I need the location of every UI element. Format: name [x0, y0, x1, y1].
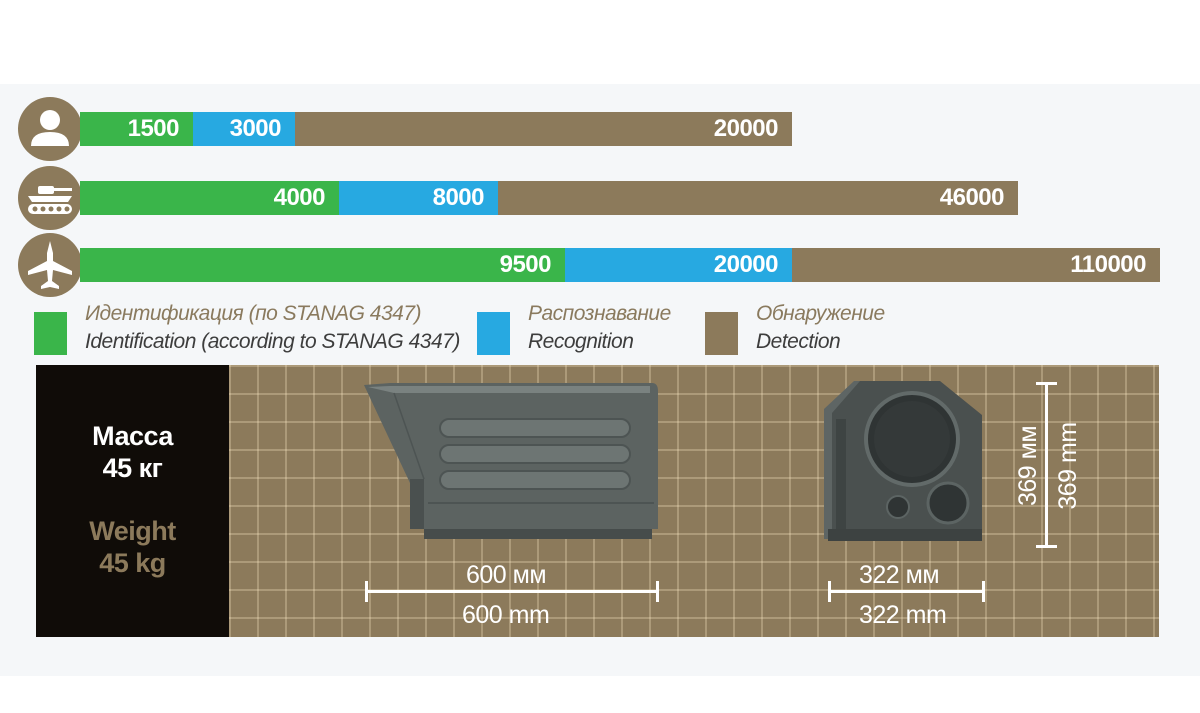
legend-label-ru: Идентификация (по STANAG 4347) [85, 302, 422, 325]
weight-block: Масса 45 кг Weight 45 kg [36, 365, 229, 637]
tank-icon [18, 166, 82, 230]
length-tick-right [656, 581, 659, 602]
identification-segment: 1500 [80, 112, 193, 146]
identification-segment: 4000 [80, 181, 339, 215]
legend-label-ru: Распознавание [528, 302, 671, 325]
range-bar-tank: 46000 8000 4000 [80, 181, 1018, 215]
recognition-value: 3000 [229, 115, 282, 142]
weight-value-ru: 45 кг [102, 453, 163, 483]
identification-value: 9500 [499, 251, 552, 278]
legend-label-ru: Обнаружение [756, 302, 885, 325]
legend-label-en: Recognition [528, 330, 634, 353]
range-bar-person: 20000 3000 1500 [80, 112, 792, 146]
range-bar-aircraft: 110000 20000 9500 [80, 248, 1160, 282]
recognition-value: 8000 [432, 184, 485, 211]
legend-label-en: Identification (according to STANAG 4347… [85, 330, 460, 353]
length-dimension-line [367, 590, 659, 593]
height-tick-bottom [1036, 545, 1057, 548]
detection-value: 110000 [1070, 251, 1146, 278]
detection-value: 20000 [713, 115, 779, 142]
identification-value: 1500 [127, 115, 180, 142]
range-row-person: 20000 3000 1500 [0, 97, 1200, 167]
height-dimension-line [1045, 383, 1048, 547]
specs-panel: Масса 45 кг Weight 45 kg 600 мм 600 mm 3… [36, 365, 1159, 637]
detection-value: 46000 [939, 184, 1005, 211]
length-label-en: 600 mm [462, 601, 550, 629]
person-icon [18, 97, 82, 161]
height-label-en: 369 mm [1054, 422, 1082, 510]
legend-swatch-identification [34, 312, 67, 355]
legend-detection: Обнаружение Detection [705, 302, 905, 357]
weight-value-en: 45 kg [99, 548, 166, 578]
width-tick-right [982, 581, 985, 602]
identification-segment: 9500 [80, 248, 565, 282]
aircraft-icon [18, 233, 82, 297]
width-label-en: 322 mm [859, 601, 947, 629]
identification-value: 4000 [273, 184, 326, 211]
legend-swatch-detection [705, 312, 738, 355]
range-row-aircraft: 110000 20000 9500 [0, 233, 1200, 303]
width-label-ru: 322 мм [859, 561, 940, 589]
legend-recognition: Распознавание Recognition [477, 302, 687, 357]
height-label-ru: 369 мм [1014, 425, 1042, 507]
recognition-value: 20000 [713, 251, 779, 278]
height-tick-top [1036, 382, 1057, 385]
weight-label-en: Weight [89, 516, 176, 546]
legend-identification: Идентификация (по STANAG 4347) Identific… [34, 302, 464, 357]
weight-label-ru: Масса [92, 421, 173, 451]
width-dimension-line [830, 590, 985, 593]
range-row-tank: 46000 8000 4000 [0, 166, 1200, 236]
width-tick-left [828, 581, 831, 602]
legend-label-en: Detection [756, 330, 841, 353]
device-side-view [364, 383, 658, 539]
device-front-view [824, 381, 982, 541]
length-label-ru: 600 мм [466, 561, 547, 589]
length-tick-left [365, 581, 368, 602]
legend-swatch-recognition [477, 312, 510, 355]
